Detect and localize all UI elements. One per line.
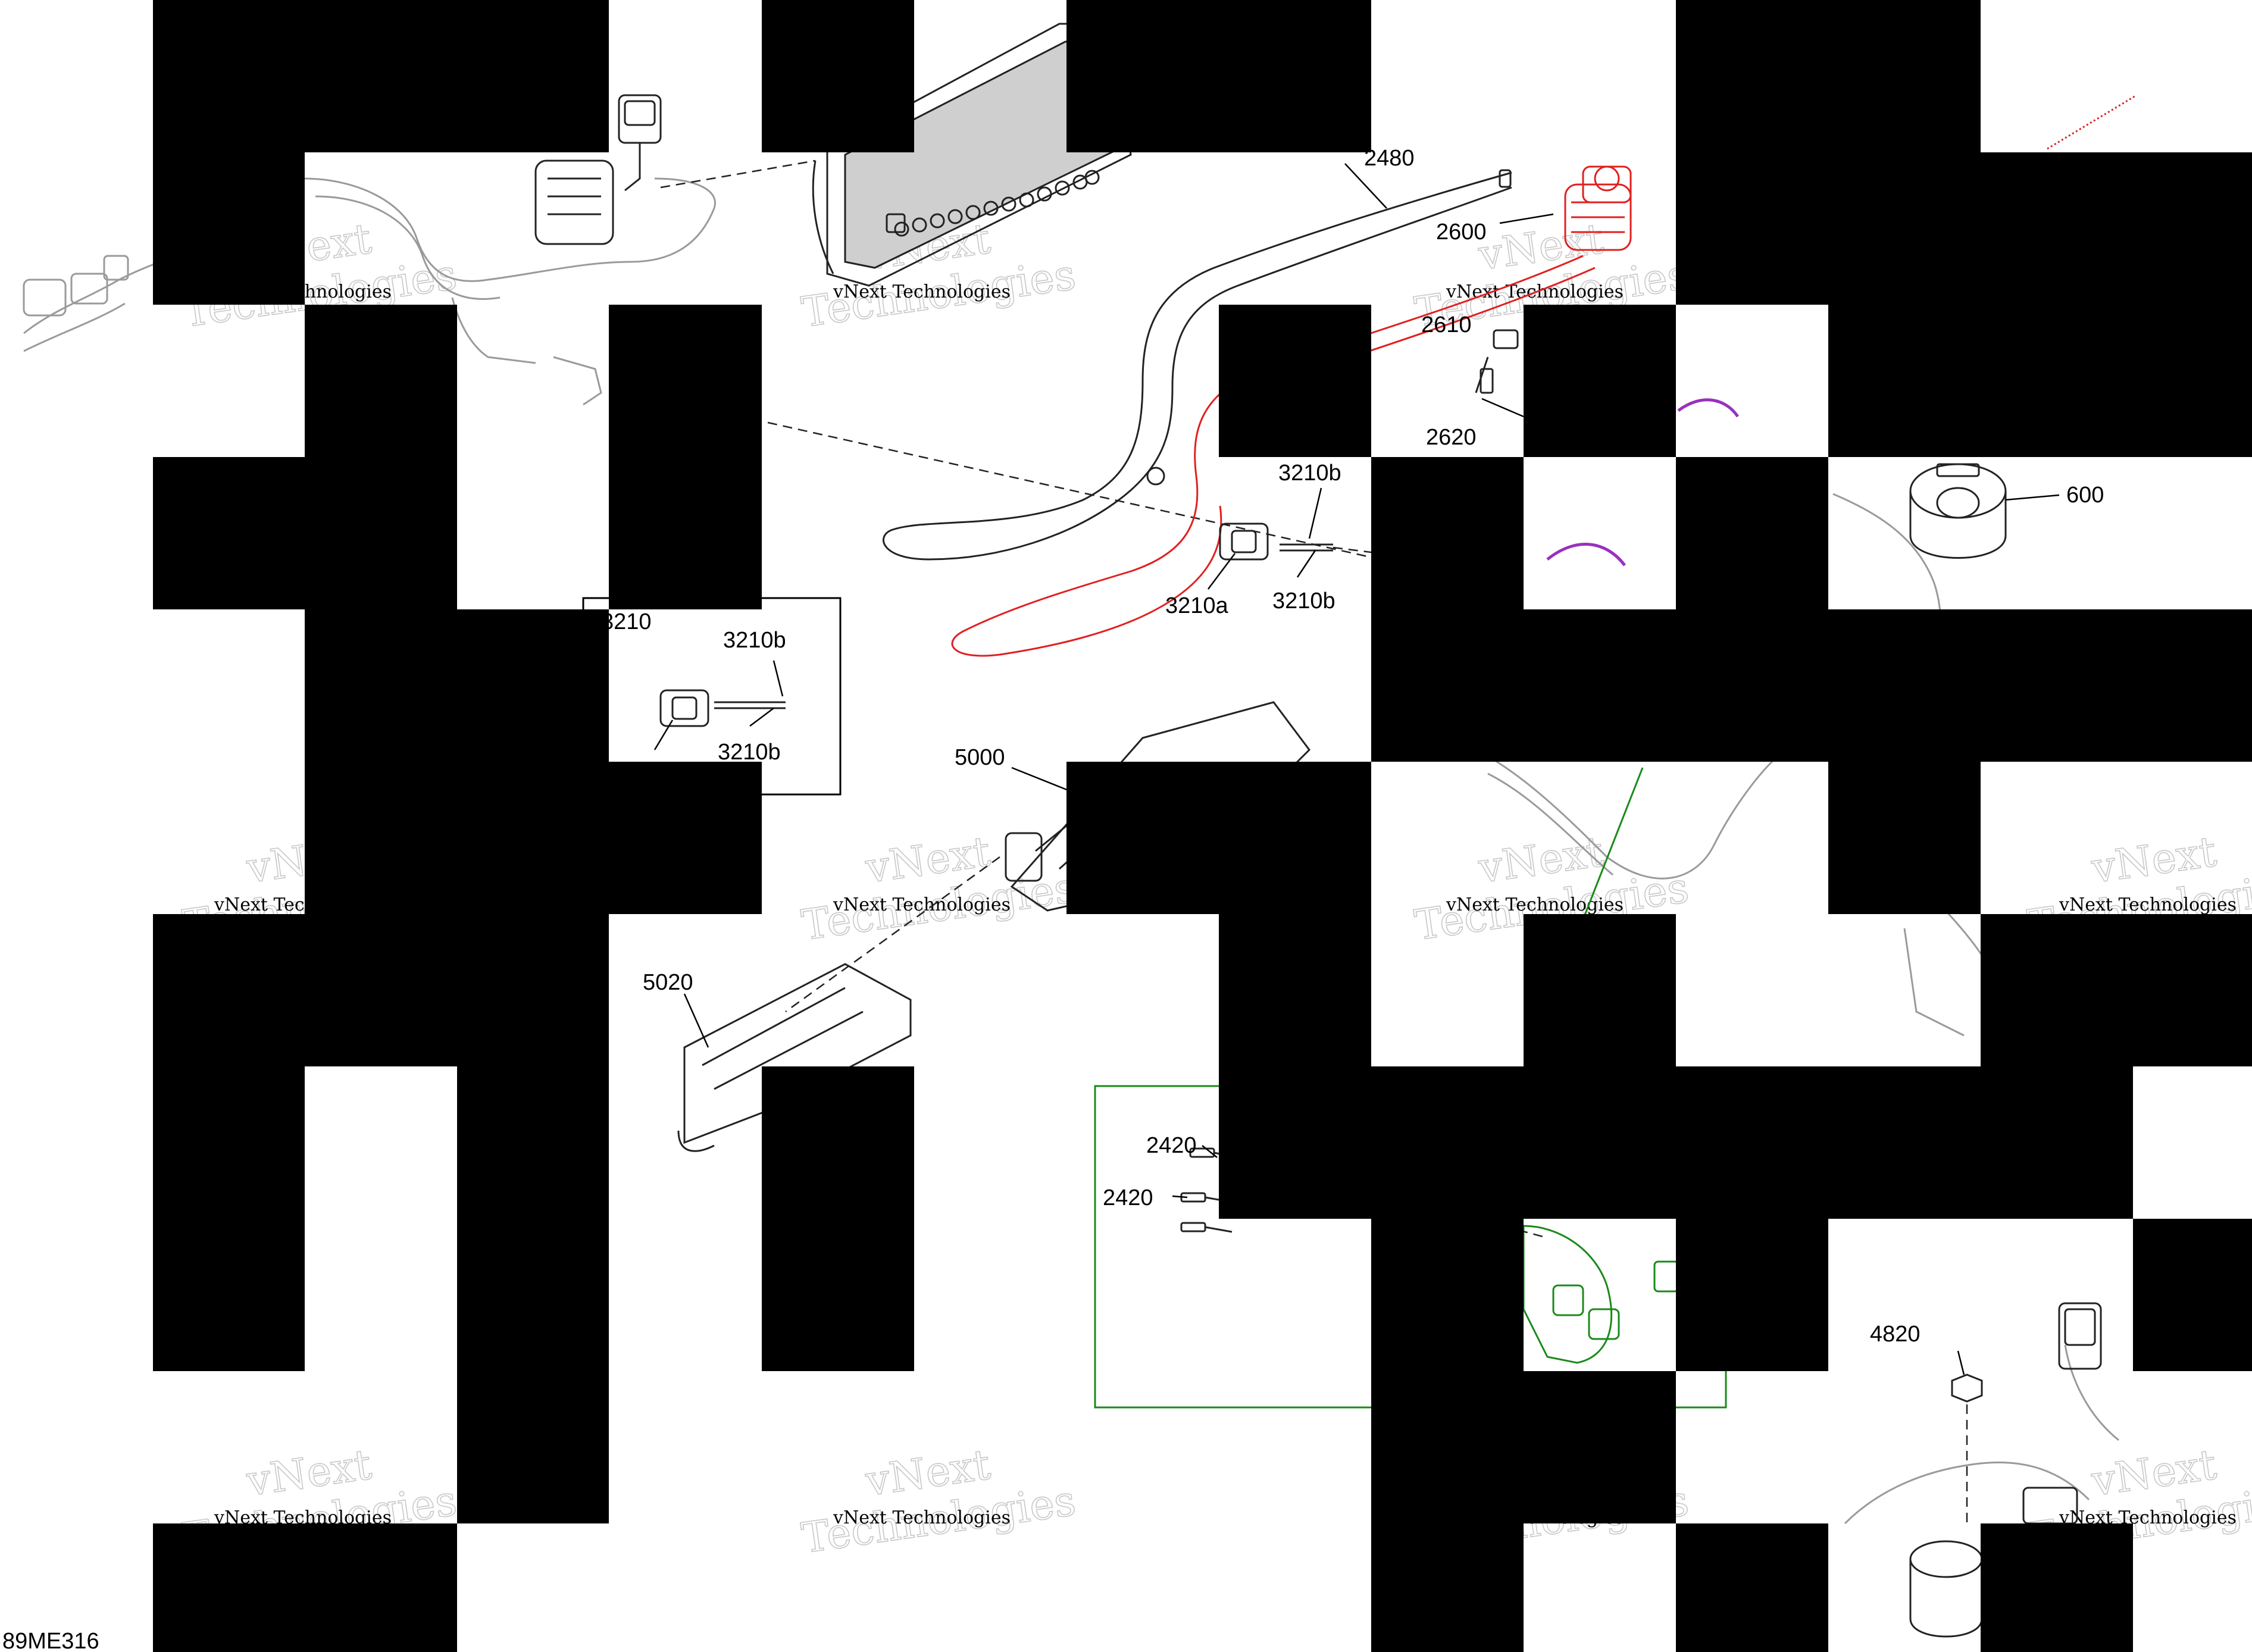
ignition-switch-600 bbox=[1909, 463, 2007, 559]
leader-line bbox=[2005, 494, 2060, 501]
occlusion-block bbox=[1219, 305, 1371, 457]
occlusion-block bbox=[305, 609, 609, 762]
occlusion-block bbox=[1524, 914, 1676, 1066]
watermark-text: vNext Technologies bbox=[833, 894, 1011, 915]
watermark-text: vNext Technologies bbox=[2059, 894, 2237, 915]
leader-line bbox=[683, 993, 709, 1048]
callout-2600: 2600 bbox=[1436, 220, 1487, 245]
fastener-2610-2620 bbox=[1475, 329, 1524, 418]
callout-3210b-inset-bottom: 3210b bbox=[718, 740, 781, 765]
occlusion-blocks bbox=[153, 0, 2252, 1652]
occlusion-block bbox=[1371, 1371, 1676, 1523]
leader-dashed bbox=[767, 421, 1381, 561]
watermark-tile: vNext Technologies vNext Technologies bbox=[798, 827, 1079, 950]
callout-4820: 4820 bbox=[1870, 1322, 1921, 1347]
callout-labels: 2480 2600 2610 2620 600 3210 3210b 3210b… bbox=[2, 146, 2104, 1652]
occlusion-block bbox=[153, 457, 457, 609]
drawing-id: 89ME316 bbox=[2, 1629, 99, 1652]
housing-5020 bbox=[677, 963, 912, 1152]
occlusion-block bbox=[1524, 1066, 2133, 1219]
occlusion-block bbox=[2133, 1219, 2252, 1371]
occlusion-block bbox=[1219, 914, 1371, 1219]
occlusion-block bbox=[1676, 0, 1981, 305]
callout-2420-top: 2420 bbox=[1146, 1133, 1197, 1158]
occlusion-block bbox=[609, 305, 762, 609]
leader-dashed bbox=[785, 856, 1000, 1013]
tube-2480 bbox=[883, 169, 1512, 561]
callout-3210b-bottom: 3210b bbox=[1272, 589, 1335, 614]
occlusion-block bbox=[1981, 152, 2252, 305]
watermark-tile: vNext Technologies vNext Technologies bbox=[798, 1440, 1079, 1563]
occlusion-block bbox=[305, 305, 457, 457]
occlusion-block bbox=[1676, 1219, 1828, 1371]
callout-600: 600 bbox=[2066, 483, 2104, 508]
occlusion-block bbox=[1676, 457, 1828, 609]
occlusion-block bbox=[1981, 914, 2252, 1066]
occlusion-block bbox=[1066, 0, 1371, 152]
occlusion-block bbox=[1524, 609, 2252, 762]
callout-3210b-inset-top: 3210b bbox=[723, 628, 786, 653]
occlusion-block bbox=[153, 914, 609, 1066]
indicator-lights bbox=[894, 170, 1100, 237]
occlusion-block bbox=[1371, 457, 1524, 762]
occlusion-block bbox=[1066, 762, 1371, 914]
callout-2480: 2480 bbox=[1364, 146, 1415, 171]
leader-line bbox=[1308, 487, 1322, 539]
occlusion-block bbox=[1371, 1066, 1524, 1219]
callout-3210b-top: 3210b bbox=[1278, 461, 1341, 486]
occlusion-block bbox=[1371, 1523, 1524, 1652]
watermark-text: vNext Technologies bbox=[833, 1507, 1011, 1528]
occlusion-block bbox=[457, 1066, 609, 1523]
occlusion-block bbox=[153, 0, 609, 152]
relay-4820 bbox=[1844, 1302, 2119, 1638]
callout-2620: 2620 bbox=[1426, 425, 1477, 450]
leader-line bbox=[1296, 550, 1316, 578]
callout-3210a: 3210a bbox=[1165, 593, 1229, 618]
occlusion-block bbox=[1676, 1523, 1828, 1652]
screw-2420-c bbox=[1180, 1222, 1233, 1233]
callout-5000: 5000 bbox=[955, 745, 1005, 770]
connector-3210a bbox=[1219, 522, 1381, 561]
occlusion-block bbox=[1828, 762, 1981, 914]
callout-5020: 5020 bbox=[643, 970, 693, 995]
occlusion-block bbox=[153, 152, 305, 305]
callout-2420-bottom: 2420 bbox=[1103, 1185, 1153, 1210]
leader-dashed bbox=[660, 159, 816, 189]
occlusion-block bbox=[305, 762, 762, 914]
red-sensor bbox=[1564, 165, 1632, 251]
occlusion-block bbox=[153, 1066, 305, 1371]
leader-line bbox=[1344, 163, 1387, 209]
leader-line bbox=[1499, 213, 1554, 224]
callout-2610: 2610 bbox=[1421, 312, 1472, 337]
purple-harness bbox=[1546, 398, 1740, 567]
wiring-harness-left bbox=[23, 94, 716, 406]
watermark-text: vNext Technologies bbox=[833, 281, 1011, 302]
occlusion-block bbox=[762, 1066, 914, 1371]
occlusion-block bbox=[1828, 305, 2252, 457]
leader-line bbox=[1011, 766, 1072, 793]
occlusion-block bbox=[1524, 305, 1676, 457]
callout-3210: 3210 bbox=[601, 609, 652, 634]
occlusion-block bbox=[1981, 1523, 2133, 1652]
leader-line bbox=[1208, 553, 1236, 590]
leader-line bbox=[1957, 1350, 1965, 1375]
watermark-text: vNext Technologies bbox=[1446, 894, 1624, 915]
occlusion-block bbox=[1371, 1219, 1524, 1371]
occlusion-block bbox=[762, 0, 914, 152]
occlusion-block bbox=[153, 1523, 457, 1652]
